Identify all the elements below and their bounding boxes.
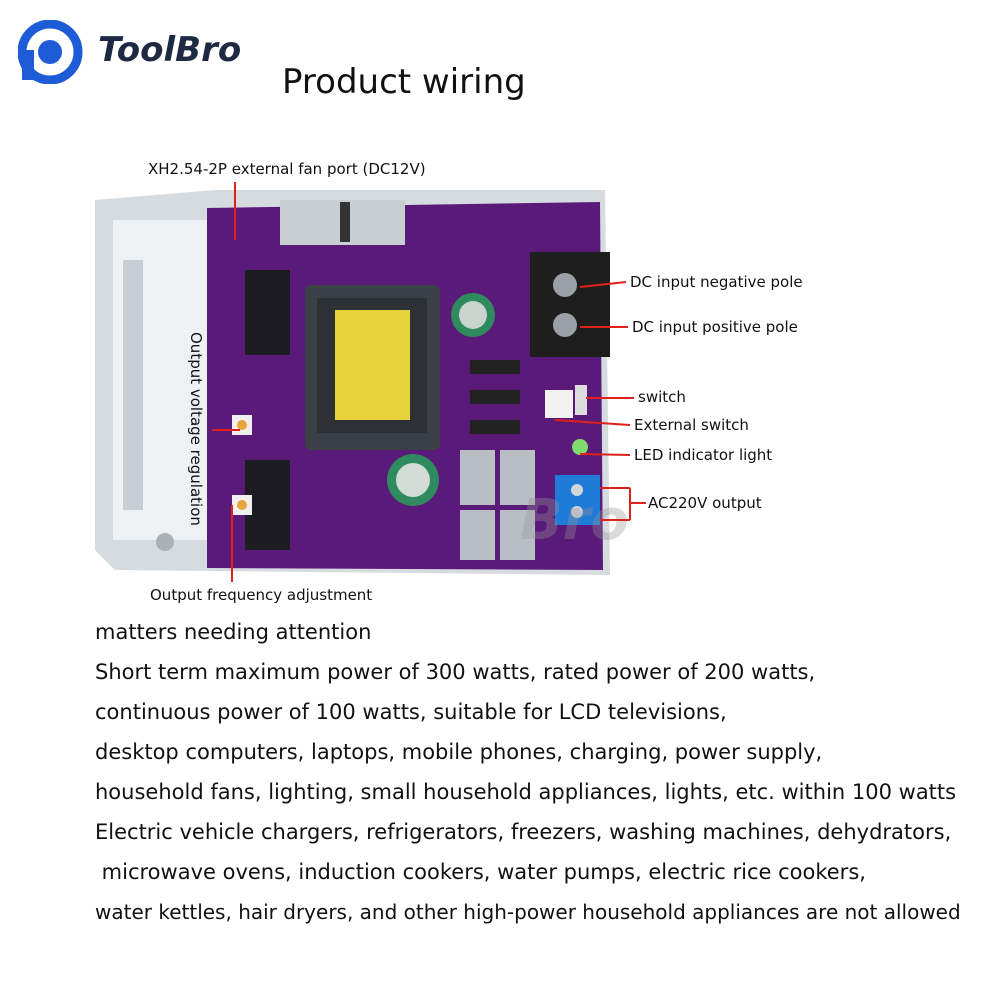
label-fan-port: XH2.54-2P external fan port (DC12V): [148, 160, 426, 178]
note-line: water kettles, hair dryers, and other hi…: [95, 900, 961, 924]
label-dc-positive: DC input positive pole: [632, 318, 798, 336]
label-led-indicator: LED indicator light: [634, 446, 773, 464]
label-dc-negative: DC input negative pole: [630, 273, 803, 291]
inverter-board-photo: [95, 190, 610, 575]
note-line: continuous power of 100 watts, suitable …: [95, 700, 727, 724]
brand-name: ToolBro: [98, 30, 242, 70]
label-switch: switch: [638, 388, 686, 406]
page-title: Product wiring: [282, 62, 526, 102]
notes-section: matters needing attention Short term max…: [95, 612, 995, 932]
watermark: Bro: [520, 488, 629, 553]
note-line: desktop computers, laptops, mobile phone…: [95, 740, 823, 764]
note-line: microwave ovens, induction cookers, wate…: [95, 860, 866, 884]
label-external-switch: External switch: [634, 416, 749, 434]
notes-heading: matters needing attention: [95, 620, 372, 644]
label-ac-output: AC220V output: [648, 494, 762, 512]
label-voltage-regulation: Output voltage regulation: [187, 332, 205, 526]
note-line: Electric vehicle chargers, refrigerators…: [95, 820, 952, 844]
note-line: household fans, lighting, small househol…: [95, 780, 957, 804]
note-line: Short term maximum power of 300 watts, r…: [95, 660, 816, 684]
toolbro-logo-icon: [17, 19, 83, 85]
label-frequency-adjustment: Output frequency adjustment: [150, 586, 373, 604]
brand-logo: [17, 19, 248, 85]
